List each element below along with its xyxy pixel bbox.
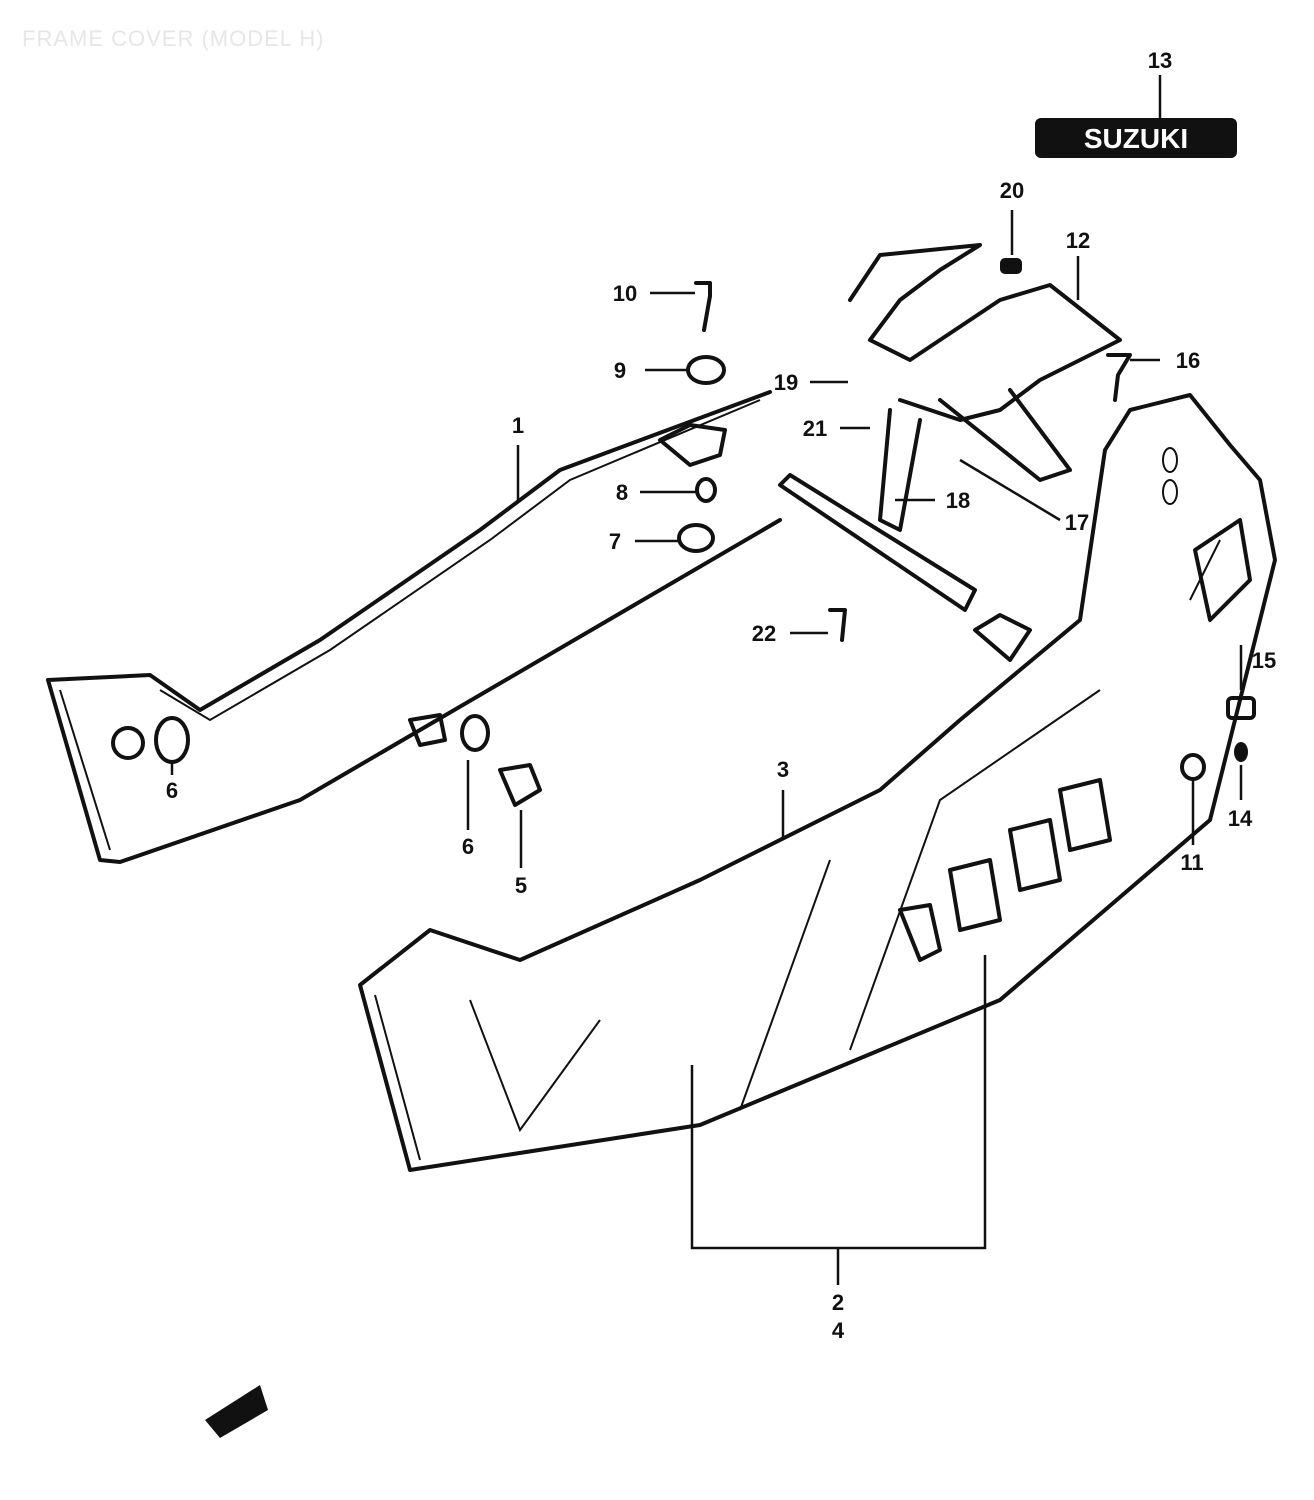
callout-17: 17 bbox=[1065, 510, 1089, 535]
callout-18: 18 bbox=[946, 488, 970, 513]
callout-21: 21 bbox=[803, 416, 827, 441]
callout-1: 1 bbox=[512, 413, 524, 438]
callout-15: 15 bbox=[1252, 648, 1276, 673]
callout-8: 8 bbox=[616, 480, 628, 505]
callout-16: 16 bbox=[1176, 348, 1200, 373]
callout-3: 3 bbox=[777, 757, 789, 782]
leader-lines bbox=[170, 210, 1243, 1285]
small-parts bbox=[205, 258, 1256, 1438]
left-frame-cover bbox=[46, 390, 782, 864]
callout-20: 20 bbox=[1000, 178, 1024, 203]
emblem-text: SUZUKI bbox=[1084, 123, 1188, 154]
callout-14: 14 bbox=[1228, 806, 1253, 831]
callout-6: 6 bbox=[166, 778, 178, 803]
callout-7: 7 bbox=[609, 529, 621, 554]
callout-4: 4 bbox=[832, 1318, 845, 1343]
tail-bracket bbox=[778, 243, 1122, 662]
diagram-title: FRAME COVER (MODEL H) bbox=[22, 26, 325, 51]
callout-13: 13 bbox=[1148, 48, 1172, 73]
callout-10: 10 bbox=[613, 281, 637, 306]
callout-19: 19 bbox=[774, 370, 798, 395]
callout-labels: 1 2 3 4 5 6 6 7 8 9 10 11 12 13 14 15 16… bbox=[166, 48, 1276, 1343]
callout-12: 12 bbox=[1066, 228, 1090, 253]
callout-22: 22 bbox=[752, 621, 776, 646]
callout-6: 6 bbox=[462, 834, 474, 859]
callout-5: 5 bbox=[515, 873, 527, 898]
callout-9: 9 bbox=[614, 358, 626, 383]
rear-frame-cover bbox=[358, 393, 1277, 1172]
callout-2: 2 bbox=[832, 1290, 844, 1315]
callout-11: 11 bbox=[1180, 850, 1203, 875]
suzuki-emblem: SUZUKI bbox=[1035, 75, 1237, 158]
